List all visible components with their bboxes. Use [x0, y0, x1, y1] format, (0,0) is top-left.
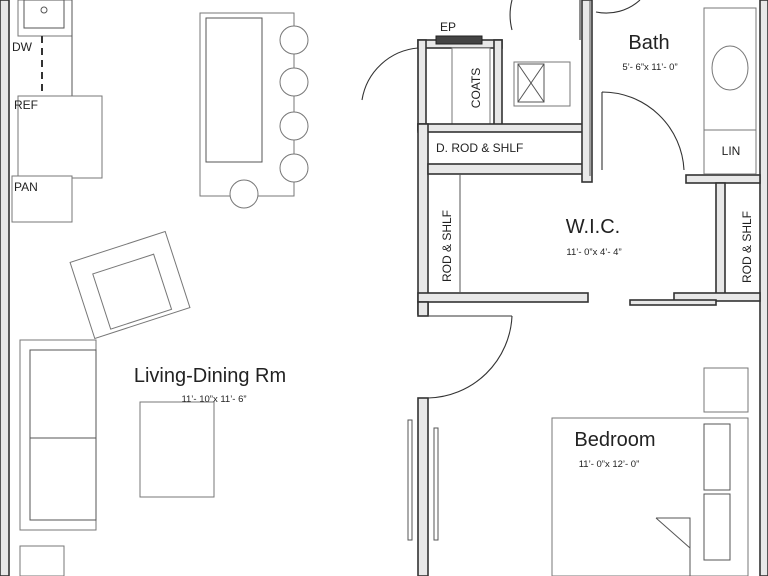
wic-right-wall	[715, 182, 726, 298]
stool-2	[279, 67, 309, 97]
wic-bottom-wall-right	[673, 292, 761, 302]
bedroom-dimensions: 11’- 0”x 12’- 0”	[579, 459, 640, 470]
bedroom-window-frame	[407, 419, 413, 541]
bed-headboard-pillow-2	[703, 493, 731, 561]
bedroom-wall-right-stub	[433, 427, 439, 541]
bath-top-door	[579, 0, 641, 40]
wic-title: W.I.C.	[566, 216, 620, 238]
kitchen-sink-basin	[23, 0, 65, 29]
d-rod-shelf-label: D. ROD & SHLF	[436, 141, 523, 155]
refrigerator-label: REF	[14, 98, 38, 112]
bedroom-title: Bedroom	[574, 429, 655, 451]
coffee-table	[139, 401, 215, 498]
bed-fold	[655, 517, 691, 576]
wic-bottom-wall-mid	[629, 299, 717, 306]
washer-x-2	[517, 63, 545, 103]
stool-4	[279, 153, 309, 183]
sofa	[19, 339, 97, 531]
bath-entry-door	[601, 91, 685, 171]
bedroom-wall-left	[417, 397, 429, 576]
sink-drain	[40, 6, 48, 14]
living-room-dimensions: 11’- 10”x 11’- 6”	[181, 394, 246, 405]
washer-box	[517, 63, 545, 103]
right-exterior-wall	[759, 0, 768, 576]
entry-door-swing	[361, 47, 419, 110]
bedroom-wall-top-stub	[417, 301, 429, 317]
entry-wall-right	[493, 39, 503, 131]
armchair	[69, 230, 191, 340]
stool-5	[229, 179, 259, 209]
bedside-table-top	[703, 367, 749, 413]
bath-dimensions: 5’- 6”x 11’- 0”	[622, 62, 677, 73]
island-sink	[205, 17, 263, 163]
bath-sink	[711, 45, 749, 91]
bedroom-door-swing	[427, 315, 513, 399]
kitchen-sink	[17, 0, 73, 37]
bed	[551, 417, 749, 576]
bath-door-swing	[509, 0, 513, 31]
bath-bottom-wall	[685, 174, 761, 184]
dishwasher-label: DW	[12, 40, 33, 54]
entry-wall-left	[417, 39, 427, 131]
stool-1	[279, 25, 309, 55]
coats-closet-box	[451, 47, 491, 125]
wic-dimensions: 11’- 0”x 4’- 4”	[566, 247, 621, 258]
linen-closet	[703, 129, 757, 175]
sofa-back	[29, 349, 97, 521]
bath-title: Bath	[628, 32, 669, 54]
kitchen-island	[199, 12, 295, 197]
rod-shelf-left-label: ROD & SHLF	[440, 210, 454, 282]
electrical-panel	[435, 35, 483, 45]
pantry	[11, 175, 73, 223]
wic-wall-left	[417, 123, 429, 315]
pantry-label: PAN	[14, 180, 38, 194]
linen-label: LIN	[722, 144, 741, 158]
living-room-title: Living-Dining Rm	[134, 365, 286, 387]
stool-3	[279, 111, 309, 141]
bath-left-wall	[581, 0, 593, 183]
rod-shelf-right-label: ROD & SHLF	[740, 211, 754, 283]
refrigerator	[17, 95, 103, 179]
coats-label: COATS	[469, 68, 483, 108]
left-exterior-wall	[0, 0, 10, 576]
electrical-panel-label: EP	[440, 20, 456, 34]
side-table	[19, 545, 65, 576]
hall-wall-top	[417, 123, 589, 133]
bed-headboard-pillow-1	[703, 423, 731, 491]
wic-bottom-wall-left	[417, 292, 589, 303]
wic-shelf-top	[427, 163, 589, 175]
